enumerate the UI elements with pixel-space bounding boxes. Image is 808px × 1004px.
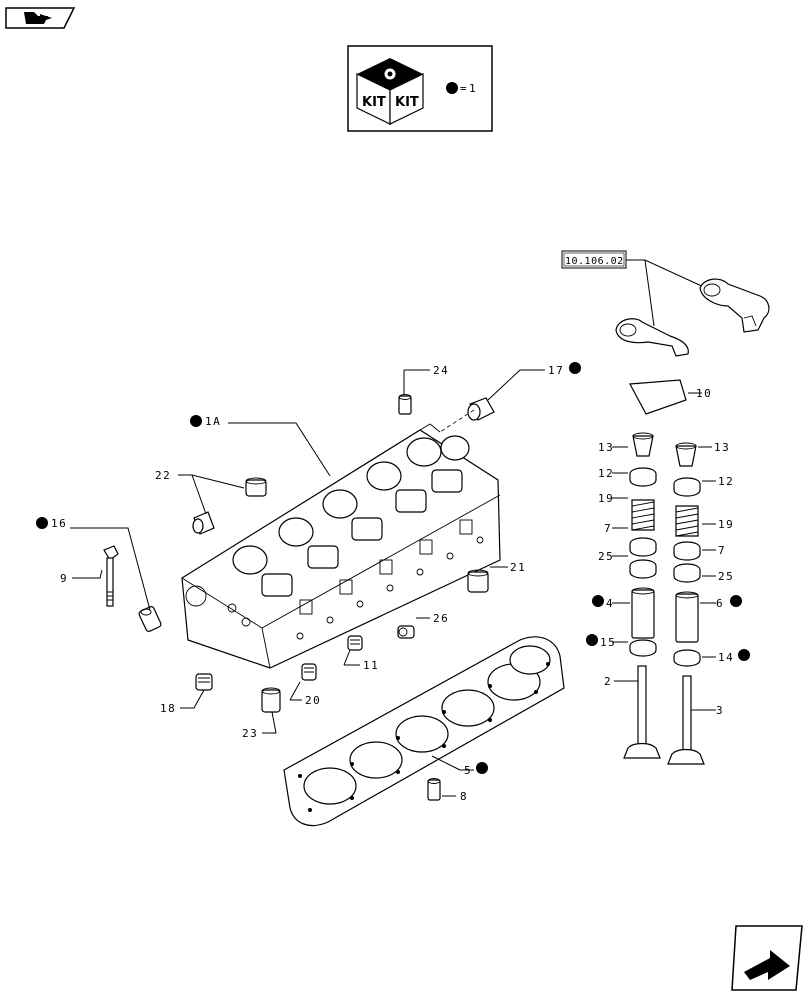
reference-link[interactable]: 10.106.02 bbox=[561, 250, 627, 269]
head-gasket bbox=[283, 636, 565, 827]
part-18-plug bbox=[195, 673, 213, 691]
rocker-arm-lower bbox=[615, 318, 689, 357]
callout-19-right: 19 bbox=[718, 518, 734, 531]
callout-15: 15 bbox=[600, 636, 616, 649]
callout-6: 6 bbox=[716, 597, 724, 610]
callout-12-right: 12 bbox=[718, 475, 734, 488]
reference-label: 10.106.02 bbox=[565, 256, 624, 267]
valve-train-left bbox=[623, 432, 661, 759]
callouts: 1A 24 17 22 16 9 21 26 11 20 18 23 5 8 1… bbox=[36, 362, 750, 803]
kit-dot-6 bbox=[730, 595, 742, 607]
callout-3: 3 bbox=[716, 704, 724, 717]
next-page-arrow-icon[interactable] bbox=[731, 925, 803, 991]
callout-13-right: 13 bbox=[714, 441, 730, 454]
callout-24: 24 bbox=[433, 364, 449, 377]
callout-1A: 1A bbox=[205, 415, 221, 428]
callout-13-left: 13 bbox=[598, 441, 614, 454]
book-icon[interactable] bbox=[5, 7, 76, 29]
callout-9: 9 bbox=[60, 572, 68, 585]
callout-7-right: 7 bbox=[718, 544, 726, 557]
kit-legend-equals: = bbox=[460, 82, 467, 95]
kit-dot-14 bbox=[738, 649, 750, 661]
part-23-sleeve bbox=[261, 687, 281, 713]
callout-25-left: 25 bbox=[598, 550, 614, 563]
part-8-dowel bbox=[427, 778, 441, 801]
callout-7-left: 7 bbox=[604, 522, 612, 535]
part-11-plug bbox=[347, 635, 363, 651]
kit-legend-box: KIT KIT = 1 bbox=[347, 45, 493, 132]
callout-20: 20 bbox=[305, 694, 321, 707]
callout-11: 11 bbox=[363, 659, 379, 672]
callout-22: 22 bbox=[155, 469, 171, 482]
leader-lines bbox=[70, 369, 716, 797]
head-gasket-bores bbox=[303, 645, 551, 805]
callout-5: 5 bbox=[464, 764, 472, 777]
callout-21: 21 bbox=[510, 561, 526, 574]
kit-dot-15 bbox=[586, 634, 598, 646]
callout-14: 14 bbox=[718, 651, 734, 664]
part-9-bolt bbox=[103, 545, 119, 607]
callout-16: 16 bbox=[51, 517, 67, 530]
callout-19-left: 19 bbox=[598, 492, 614, 505]
part-22-plug-upper bbox=[245, 477, 267, 497]
callout-10: 10 bbox=[696, 387, 712, 400]
kit-legend-value: 1 bbox=[469, 82, 476, 95]
cylinder-head-bores bbox=[232, 435, 470, 575]
kit-right-word: KIT bbox=[395, 95, 419, 110]
cylinder-head bbox=[181, 423, 501, 669]
valve-train-right bbox=[629, 379, 705, 765]
rocker-arm-upper bbox=[699, 278, 770, 333]
part-26-plug bbox=[397, 625, 415, 639]
callout-4: 4 bbox=[606, 597, 614, 610]
callout-25-right: 25 bbox=[718, 570, 734, 583]
callout-2: 2 bbox=[604, 675, 612, 688]
part-17-sleeve bbox=[439, 397, 495, 433]
kit-dot-1A bbox=[190, 415, 202, 427]
kit-legend-dot bbox=[446, 82, 458, 94]
kit-dot-17 bbox=[569, 362, 581, 374]
callout-12-left: 12 bbox=[598, 467, 614, 480]
cylinder-head-side-holes bbox=[185, 519, 484, 640]
cylinder-head-bosses bbox=[261, 469, 463, 597]
callout-18: 18 bbox=[160, 702, 176, 715]
part-20-plug bbox=[301, 663, 317, 681]
head-gasket-holes bbox=[298, 662, 550, 812]
kit-dot-4 bbox=[592, 595, 604, 607]
part-24-dowel bbox=[398, 394, 412, 415]
part-21-sleeve bbox=[467, 569, 489, 593]
kit-box-icon bbox=[356, 58, 424, 125]
callout-26: 26 bbox=[433, 612, 449, 625]
callout-17: 17 bbox=[548, 364, 564, 377]
kit-left-word: KIT bbox=[362, 95, 386, 110]
callout-8: 8 bbox=[460, 790, 468, 803]
kit-dot-16 bbox=[36, 517, 48, 529]
part-16-ring bbox=[138, 606, 162, 632]
part-22-plug-lower bbox=[192, 511, 215, 535]
callout-23: 23 bbox=[242, 727, 258, 740]
kit-dot-5 bbox=[476, 762, 488, 774]
